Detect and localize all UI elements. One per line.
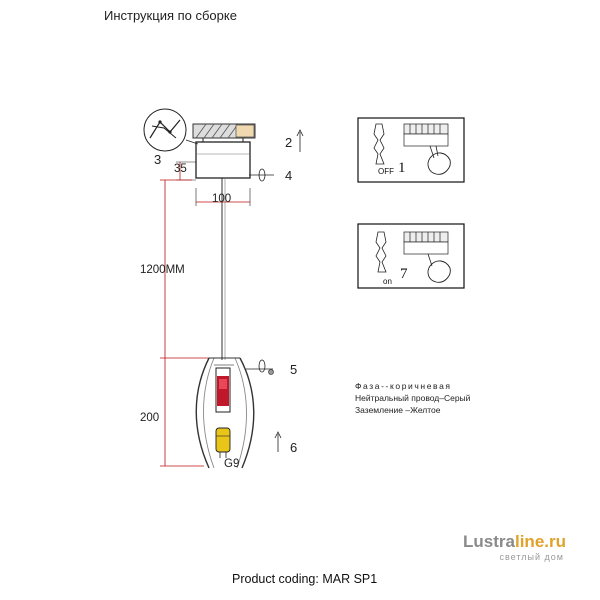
product-coding: Product coding: MAR SP1 [232, 572, 378, 586]
dimension-200 [160, 358, 204, 467]
lamp-shade [195, 357, 255, 469]
bracket-detail-icon [143, 108, 199, 152]
wire-neutral-text: Нейтральный провод–Серый [355, 393, 471, 403]
bulb-type-label: G9 [224, 458, 240, 470]
dimension-100 [195, 188, 251, 206]
wire-ground-text: Заземление –Желтое [355, 405, 441, 415]
off-label: OFF [378, 167, 394, 176]
brand-name-part2: line.ru [514, 532, 566, 551]
suspension-cable [221, 178, 226, 360]
panel-on-connector [357, 223, 465, 289]
step-6-label: 6 [290, 440, 298, 455]
ceiling-plate [192, 123, 256, 139]
brand-tagline: светлый дом [499, 552, 564, 562]
step-3-label: 3 [154, 152, 162, 167]
dimension-1200 [160, 179, 210, 359]
wiring-legend: Фаза--коричневая Нейтральный провод–Серы… [355, 380, 470, 416]
step-4-label: 4 [285, 168, 293, 183]
dimension-35-label: 35 [174, 163, 187, 175]
shade-height-label: 200 [140, 412, 160, 424]
side-screw-icon [246, 359, 274, 375]
wire-phase-text: Фаза--коричневая [355, 381, 452, 391]
step-1-label: 1 [398, 160, 406, 176]
step-2-label: 2 [285, 135, 293, 150]
screw-icon [249, 168, 274, 182]
brand-name-part1: Lustra [463, 532, 515, 551]
page-title: Инструкция по сборке [104, 8, 237, 23]
step-5-label: 5 [290, 362, 298, 377]
cable-length-label: 1200MM [140, 264, 185, 276]
panel-off-connector [357, 117, 465, 183]
on-label: on [383, 277, 392, 286]
dimension-100-label: 100 [212, 193, 232, 205]
brand-logo: Lustraline.ru [463, 532, 566, 552]
up-arrow-icon [296, 129, 304, 152]
step-7-label: 7 [400, 266, 408, 282]
g9-bulb-icon [215, 427, 231, 458]
up-arrow-icon-2 [274, 431, 282, 452]
canopy [195, 138, 251, 179]
lamp-socket [215, 367, 231, 413]
